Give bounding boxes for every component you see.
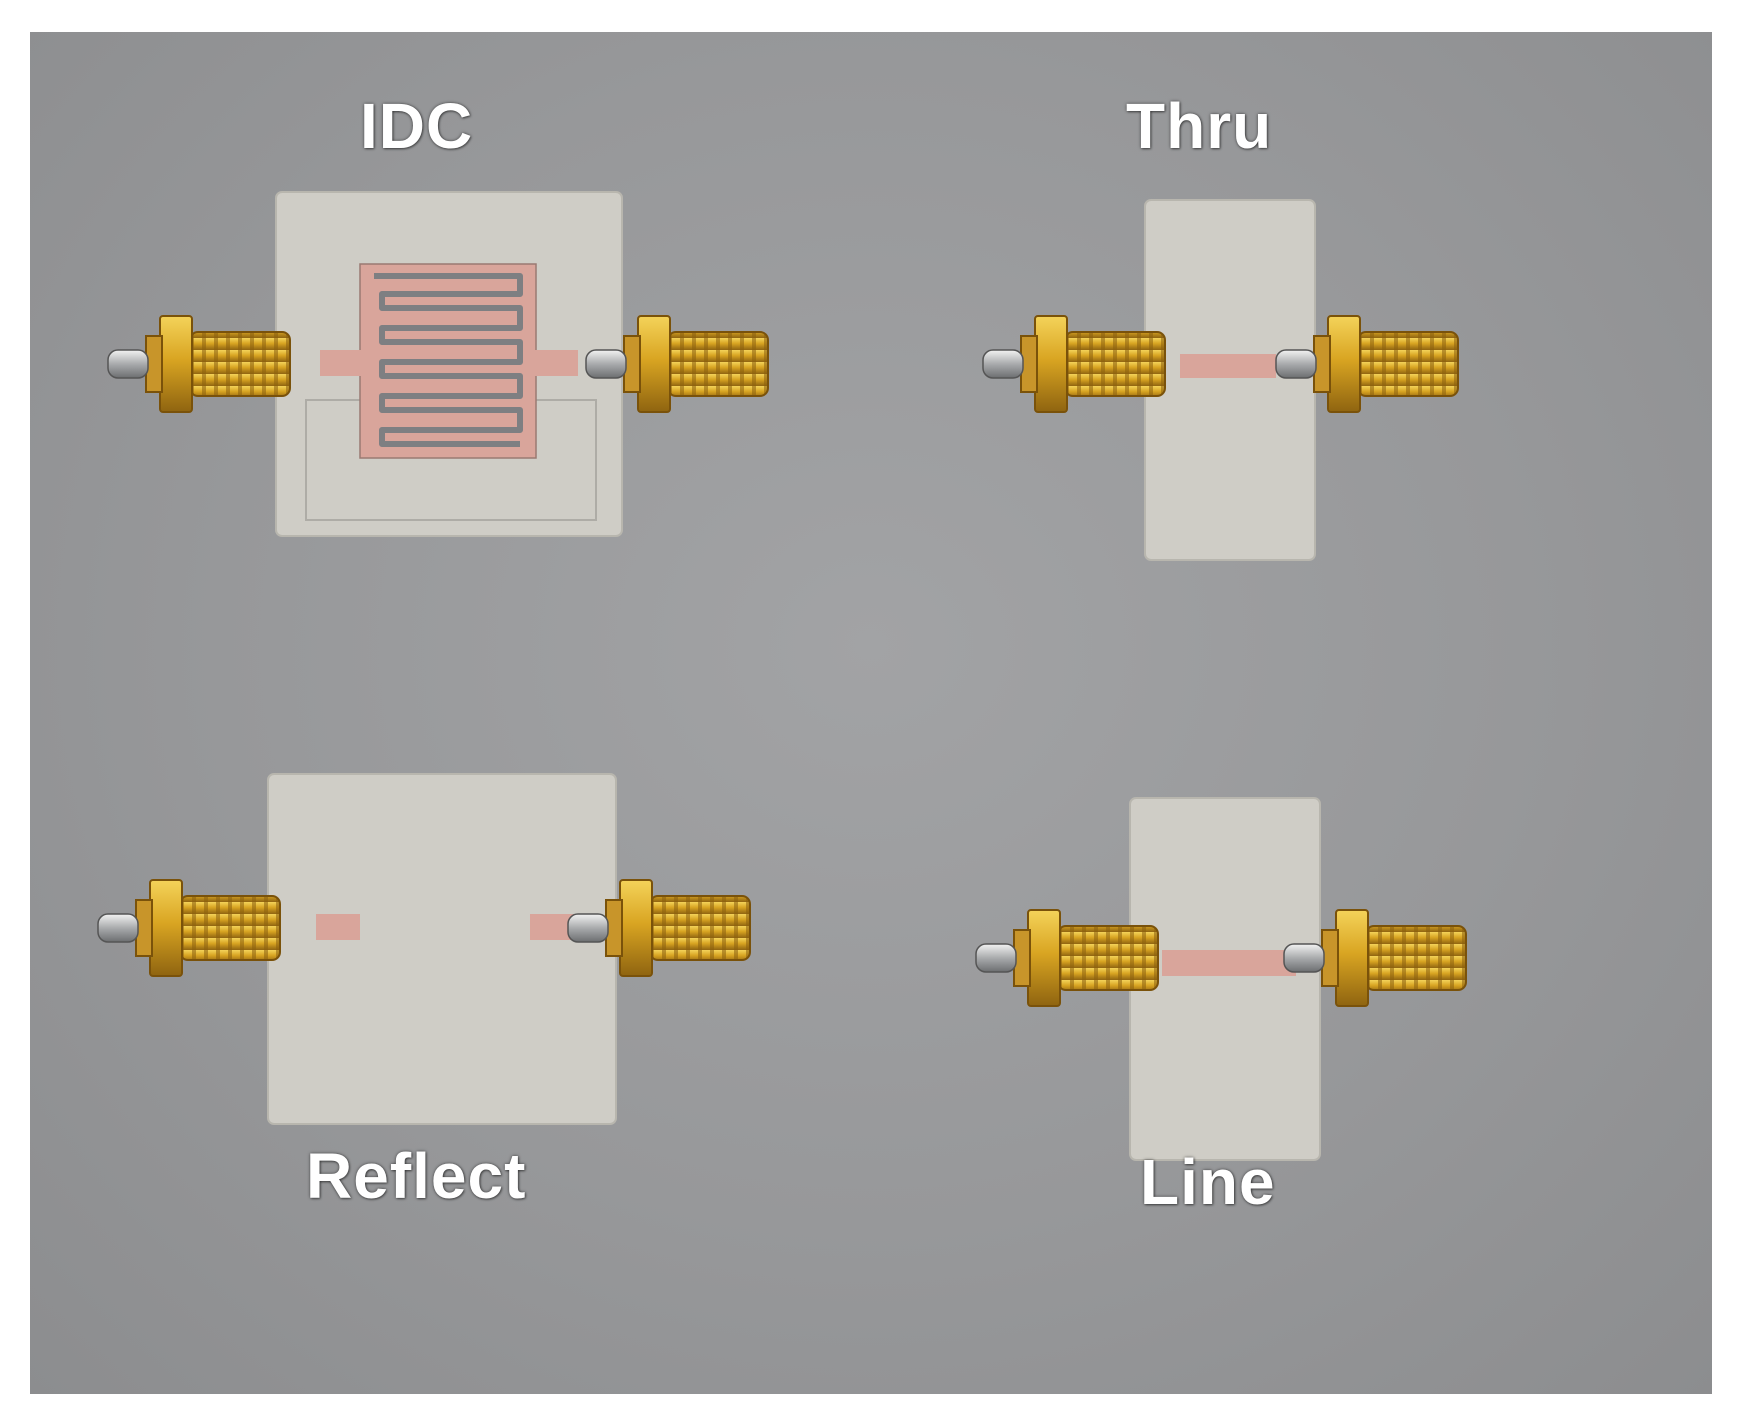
idc-test-board: [107, 191, 769, 537]
label-reflect: Reflect: [306, 1140, 527, 1212]
reflect-test-board: [97, 773, 751, 1125]
test-fixtures-illustration: [97, 191, 1467, 1161]
photo: IDC Thru Reflect Line: [30, 32, 1712, 1394]
line-test-board: [975, 797, 1467, 1161]
label-line: Line: [1140, 1146, 1276, 1218]
label-idc: IDC: [360, 90, 474, 162]
label-thru: Thru: [1126, 90, 1273, 162]
thru-test-board: [982, 199, 1459, 561]
